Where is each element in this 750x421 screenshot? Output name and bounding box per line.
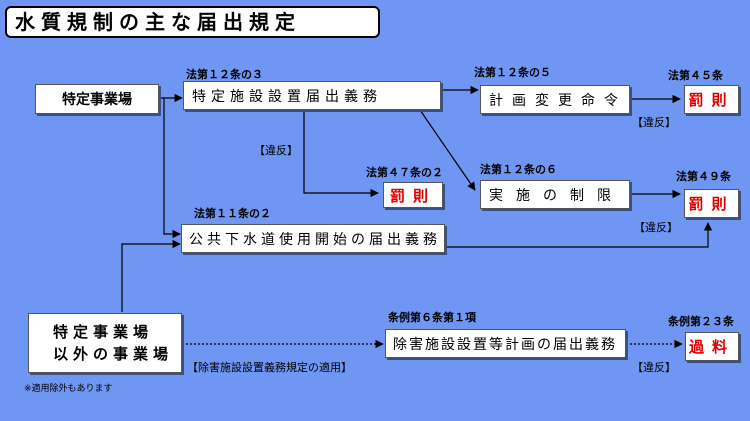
- node-shisetsu-setchi-label: 特定施設設置届出義務: [192, 88, 382, 105]
- penalty-box-art49: 罰則: [684, 189, 739, 218]
- node-gesuido-todoke-label: 公共下水道使用開始の届出義務: [189, 231, 441, 248]
- label-art49: 法第４９条: [676, 170, 731, 183]
- karyo-box-label: 過料: [688, 338, 735, 356]
- node-tokutei-other-line2: 以外の事業場: [53, 345, 174, 363]
- arrow-other-to-gesuido: [121, 239, 181, 312]
- node-jogai-keikaku: 除害施設設置等計画の届出義務: [385, 329, 626, 358]
- label-art47-2: 法第４７条の２: [366, 166, 443, 179]
- node-jisshi-seigen: 実施の制限: [480, 180, 630, 209]
- node-keikaku-henko-label: 計画変更命令: [489, 92, 627, 109]
- violation-label-gesuido: 【違反】: [634, 221, 678, 234]
- node-tokutei-jigyojo-label: 特定事業場: [62, 92, 132, 108]
- node-jisshi-seigen-label: 実施の制限: [489, 187, 624, 204]
- karyo-box: 過料: [685, 332, 739, 361]
- node-tokutei-other-line1: 特定事業場: [53, 323, 154, 341]
- violation-label-setchi: 【違反】: [254, 144, 298, 157]
- label-art12-6: 法第１２条の６: [480, 163, 557, 176]
- footnote: ※適用除外もあります: [24, 384, 113, 394]
- label-art11-2: 法第１１条の２: [194, 207, 271, 220]
- label-art12-3: 法第１２条の３: [186, 68, 263, 81]
- penalty-box-art45: 罰則: [684, 85, 739, 114]
- label-art12-5: 法第１２条の５: [474, 66, 551, 79]
- penalty-box-art45-label: 罰則: [688, 91, 735, 109]
- label-ord6-1: 条例第６条第１項: [388, 311, 476, 324]
- page-title: 水質規制の主な届出規定: [5, 6, 380, 38]
- arrow-setchi-to-penalty47: [303, 110, 379, 198]
- label-art45: 法第４５条: [668, 69, 723, 82]
- node-gesuido-todoke: 公共下水道使用開始の届出義務: [181, 224, 445, 253]
- node-tokutei-other: 特定事業場 以外の事業場: [28, 313, 182, 373]
- label-ord23: 条例第２３条: [668, 315, 734, 328]
- penalty-box-art47-2-label: 罰則: [389, 186, 436, 205]
- node-keikaku-henko: 計画変更命令: [480, 85, 630, 114]
- arrow-setchi-to-seigen: [419, 109, 476, 191]
- node-tokutei-jigyojo: 特定事業場: [35, 84, 159, 114]
- jogai-note: 【除害施設設置義務規定の適用】: [187, 361, 352, 374]
- penalty-box-art49-label: 罰則: [688, 195, 735, 213]
- node-jogai-keikaku-label: 除害施設設置等計画の届出義務: [393, 336, 617, 353]
- arrow-tokutei-to-gesuido: [163, 98, 181, 239]
- violation-label-jogai: 【違反】: [632, 361, 676, 374]
- node-shisetsu-setchi: 特定施設設置届出義務: [183, 81, 441, 110]
- arrow-gesuido-to-penalty49: [445, 222, 713, 248]
- violation-label-henko: 【違反】: [632, 116, 676, 129]
- penalty-box-art47-2: 罰則: [383, 182, 443, 208]
